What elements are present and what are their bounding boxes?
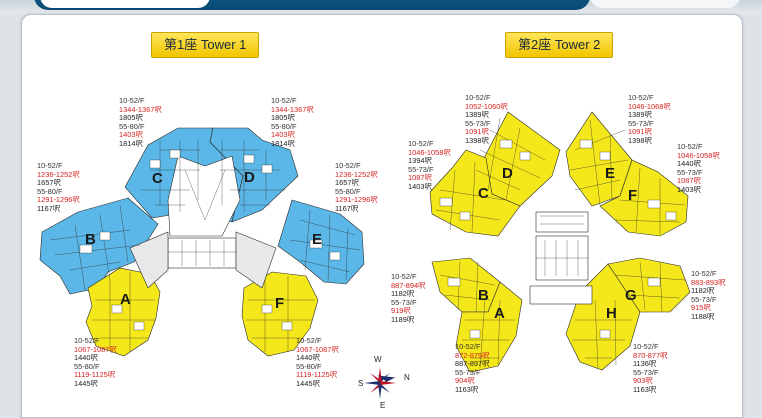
- compass-e-label: E: [380, 401, 386, 410]
- t2-block-c-label: C: [478, 185, 489, 202]
- t1-block-c-label: C: [152, 170, 163, 187]
- compass-w-label: W: [374, 355, 382, 364]
- t1-block-a-label: A: [120, 291, 131, 308]
- tower-1-title: 第1座 Tower 1: [151, 32, 260, 58]
- compass-rose: W N S E: [356, 353, 416, 413]
- header-banner: [34, 0, 590, 10]
- t2-block-g-label: G: [625, 287, 637, 304]
- t1-block-d-label: D: [244, 169, 255, 186]
- t1-block-e-label: E: [312, 231, 323, 248]
- t2-block-h-label: H: [606, 305, 617, 322]
- t1-block-b-label: B: [85, 231, 96, 248]
- compass-s-label: S: [358, 379, 364, 388]
- t1-block-f-label: F: [275, 295, 285, 312]
- t2-block-a-label: A: [494, 305, 505, 322]
- header-right-area: [590, 0, 740, 8]
- t2-block-d-label: D: [502, 165, 513, 182]
- tower-2-title: 第2座 Tower 2: [505, 32, 614, 58]
- t2-block-e-label: E: [605, 165, 616, 182]
- compass-star-icon: [364, 367, 396, 399]
- header-logo-area: [40, 0, 210, 8]
- t2-block-b-label: B: [478, 287, 489, 304]
- t2-block-f-label: F: [628, 187, 638, 204]
- compass-n-label: N: [404, 373, 410, 382]
